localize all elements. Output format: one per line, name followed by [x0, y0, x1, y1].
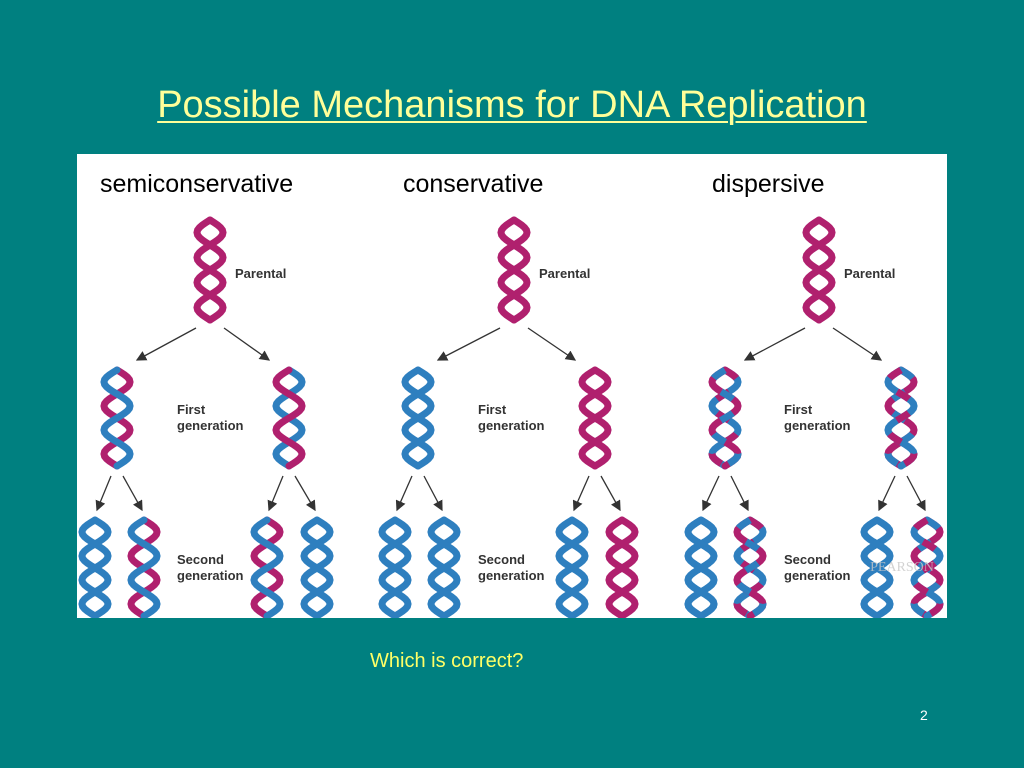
second-gen-helix: [910, 516, 944, 618]
arrow-f-to-s: [572, 475, 590, 512]
dna-strand-segment: [708, 366, 742, 470]
first-gen-label-1a: First: [177, 402, 206, 417]
first-gen-helix-2a: [401, 366, 435, 470]
second-gen-helix: [250, 516, 284, 618]
first-gen-helix-3a: [708, 366, 742, 470]
first-gen-label-3b: generation: [784, 418, 851, 433]
dna-strand-segment: [910, 516, 944, 618]
arrow-layer: [95, 327, 926, 512]
first-gen-label-2a: First: [478, 402, 507, 417]
first-gen-helix-1b: [272, 366, 306, 470]
dna-strand: [78, 516, 112, 618]
arrow-f-to-s: [600, 475, 621, 512]
second-gen-helix: [684, 516, 718, 618]
arrow-f-to-s: [702, 475, 720, 512]
second-gen-label-1a: Second: [177, 552, 224, 567]
dna-strand: [578, 366, 612, 470]
parental-label-3: Parental: [844, 266, 895, 281]
arrow-f-to-s: [122, 475, 143, 512]
dna-strand: [555, 516, 589, 618]
arrow-f-to-s: [395, 475, 413, 512]
arrow-f-to-s: [423, 475, 443, 512]
dna-strand: [802, 216, 836, 324]
arrow-f-to-s: [906, 475, 926, 512]
dna-strand-segment: [684, 516, 718, 618]
parental-label-2: Parental: [539, 266, 590, 281]
dna-strand-segment: [860, 516, 894, 618]
dna-strand: [605, 516, 639, 618]
first-gen-label-3a: First: [784, 402, 813, 417]
second-gen-helix: [127, 516, 161, 618]
dna-strand: [272, 366, 306, 470]
first-gen-label-2b: generation: [478, 418, 545, 433]
dna-strand: [378, 516, 412, 618]
dna-strand: [100, 366, 134, 470]
dna-strand: [427, 516, 461, 618]
second-gen-label-2a: Second: [478, 552, 525, 567]
second-gen-label-3b: generation: [784, 568, 851, 583]
dna-strand-segment: [733, 516, 767, 618]
dna-strand: [300, 516, 334, 618]
second-gen-helix: [78, 516, 112, 618]
parental-label-1: Parental: [235, 266, 286, 281]
dna-strand: [193, 216, 227, 324]
helix-layer: [78, 216, 944, 618]
second-gen-helix: [733, 516, 767, 618]
arrow-f-to-s: [294, 475, 316, 512]
second-gen-helix: [605, 516, 639, 618]
parental-helix-1: [193, 216, 227, 324]
slide-title: Possible Mechanisms for DNA Replication: [157, 84, 867, 126]
heading-semiconservative: semiconservative: [100, 170, 294, 198]
dna-strand: [497, 216, 531, 324]
arrow-f-to-s: [95, 475, 112, 512]
question-text: Which is correct?: [370, 650, 524, 672]
parental-helix-3: [802, 216, 836, 324]
first-gen-helix-2b: [578, 366, 612, 470]
first-gen-label-1b: generation: [177, 418, 244, 433]
dna-strand: [401, 366, 435, 470]
arrow-p-to-f2: [527, 327, 577, 361]
dna-strand: [250, 516, 284, 618]
first-gen-helix-1a: [100, 366, 134, 470]
parental-helix-2: [497, 216, 531, 324]
second-gen-label-2b: generation: [478, 568, 545, 583]
first-gen-helix-3b: [884, 366, 918, 470]
heading-dispersive: dispersive: [712, 170, 825, 198]
second-gen-helix: [427, 516, 461, 618]
replication-diagram: Parental First generation Second generat…: [78, 216, 944, 618]
arrow-f-to-s: [267, 475, 284, 512]
arrow-p-to-f1: [743, 327, 806, 361]
publisher-watermark: PEARSON: [870, 560, 934, 575]
slide-number: 2: [920, 707, 928, 723]
dna-strand-segment: [884, 366, 918, 470]
arrow-p-to-f2: [832, 327, 883, 361]
arrow-p-to-f2: [223, 327, 271, 361]
arrow-f-to-s: [730, 475, 749, 512]
arrow-f-to-s: [878, 475, 896, 512]
second-gen-helix: [378, 516, 412, 618]
arrow-p-to-f1: [135, 327, 197, 361]
second-gen-label-1b: generation: [177, 568, 244, 583]
dna-strand: [127, 516, 161, 618]
second-gen-helix: [555, 516, 589, 618]
second-gen-helix: [300, 516, 334, 618]
second-gen-helix: [860, 516, 894, 618]
arrow-p-to-f1: [436, 327, 501, 361]
second-gen-label-3a: Second: [784, 552, 831, 567]
heading-conservative: conservative: [403, 170, 544, 198]
